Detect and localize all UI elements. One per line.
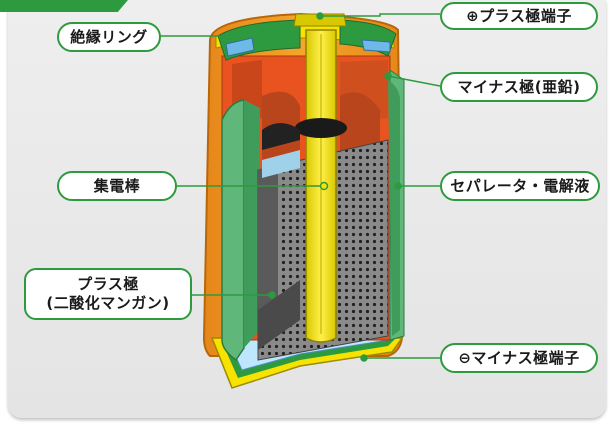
- label-plus-electrode: プラス極 (二酸化マンガン): [24, 268, 192, 320]
- leader-plus-terminal: [320, 13, 440, 17]
- label-minus-electrode: マイナス極(亜鉛): [440, 72, 598, 102]
- label-plus-terminal: ⊕プラス極端子: [440, 2, 598, 30]
- label-minus-terminal: ⊖マイナス極端子: [440, 343, 598, 373]
- leader-dot-collector-rod: [319, 181, 329, 191]
- leader-dot-plus-terminal: [316, 12, 324, 20]
- corner-accent-tab: [0, 0, 128, 12]
- top-insulator: [217, 13, 397, 150]
- leader-dot-plus-electrode: [268, 291, 276, 299]
- label-plus-electrode-line1: プラス極: [77, 275, 139, 293]
- leader-dot-minus-electrode: [384, 72, 392, 80]
- label-separator-electrolyte: セパレータ・電解液: [440, 171, 600, 201]
- label-insulating-ring: 絶縁リング: [57, 22, 161, 52]
- label-collector-rod: 集電棒: [57, 171, 177, 201]
- leader-lines: [160, 12, 441, 362]
- leader-dot-insulating-ring: [232, 32, 240, 40]
- minus-electrode-strip: [388, 80, 400, 336]
- leader-dot-minus-terminal: [360, 354, 368, 362]
- leader-minus-electrode: [387, 75, 441, 87]
- label-plus-electrode-line2: (二酸化マンガン): [46, 294, 170, 312]
- leader-dot-separator: [394, 182, 402, 190]
